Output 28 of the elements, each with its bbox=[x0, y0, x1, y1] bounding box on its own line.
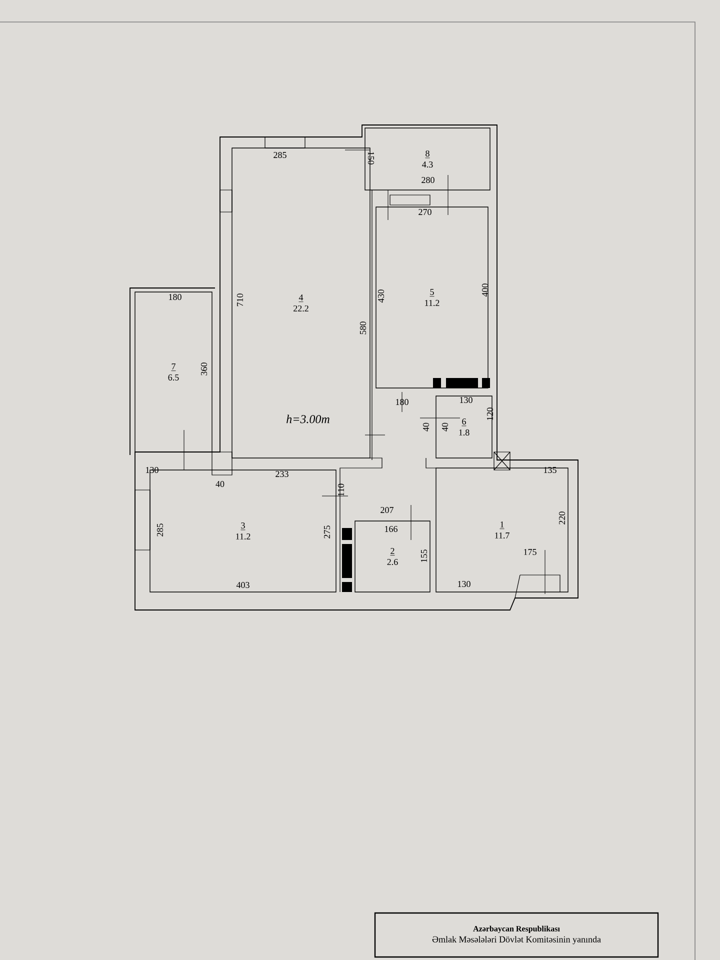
dimension-label: 580 bbox=[360, 322, 366, 334]
dimension-label: 360 bbox=[200, 362, 208, 376]
dimension-label: 130 bbox=[460, 396, 472, 404]
dimension-label: 40 bbox=[442, 422, 448, 432]
dimension-label: 150 bbox=[368, 152, 374, 164]
dimension-label: 155 bbox=[421, 550, 428, 562]
dimension-label: 120 bbox=[486, 408, 494, 420]
height-note: h=3.00m bbox=[286, 414, 330, 424]
dimension-label: 220 bbox=[558, 512, 566, 524]
dimension-label: 710 bbox=[236, 294, 244, 306]
dimension-label: 233 bbox=[276, 470, 288, 478]
dimension-label: 403 bbox=[236, 582, 250, 588]
dimension-label: 166 bbox=[385, 526, 398, 532]
dimension-label: 275 bbox=[324, 526, 330, 538]
dimension-label: 130 bbox=[458, 580, 470, 588]
dimension-label: 430 bbox=[378, 290, 384, 303]
dimension-label: 135 bbox=[544, 466, 556, 474]
dimension-label: 40 bbox=[216, 480, 224, 488]
dimension-label: 285 bbox=[274, 152, 286, 158]
dimension-label: 285 bbox=[156, 524, 164, 536]
stamp-box: Azərbaycan Respublikası Əmlak Məsələləri Dövlət Komitəsinin yanında bbox=[374, 912, 659, 958]
dimension-label: 270 bbox=[418, 208, 432, 216]
dimension-label: 180 bbox=[169, 294, 182, 300]
dimension-label: 175 bbox=[524, 549, 536, 556]
dimension-label: 280 bbox=[422, 176, 434, 184]
dimension-label: 110 bbox=[338, 484, 344, 496]
dimension-label: 180 bbox=[396, 398, 408, 406]
dimension-label: 400 bbox=[482, 284, 488, 297]
